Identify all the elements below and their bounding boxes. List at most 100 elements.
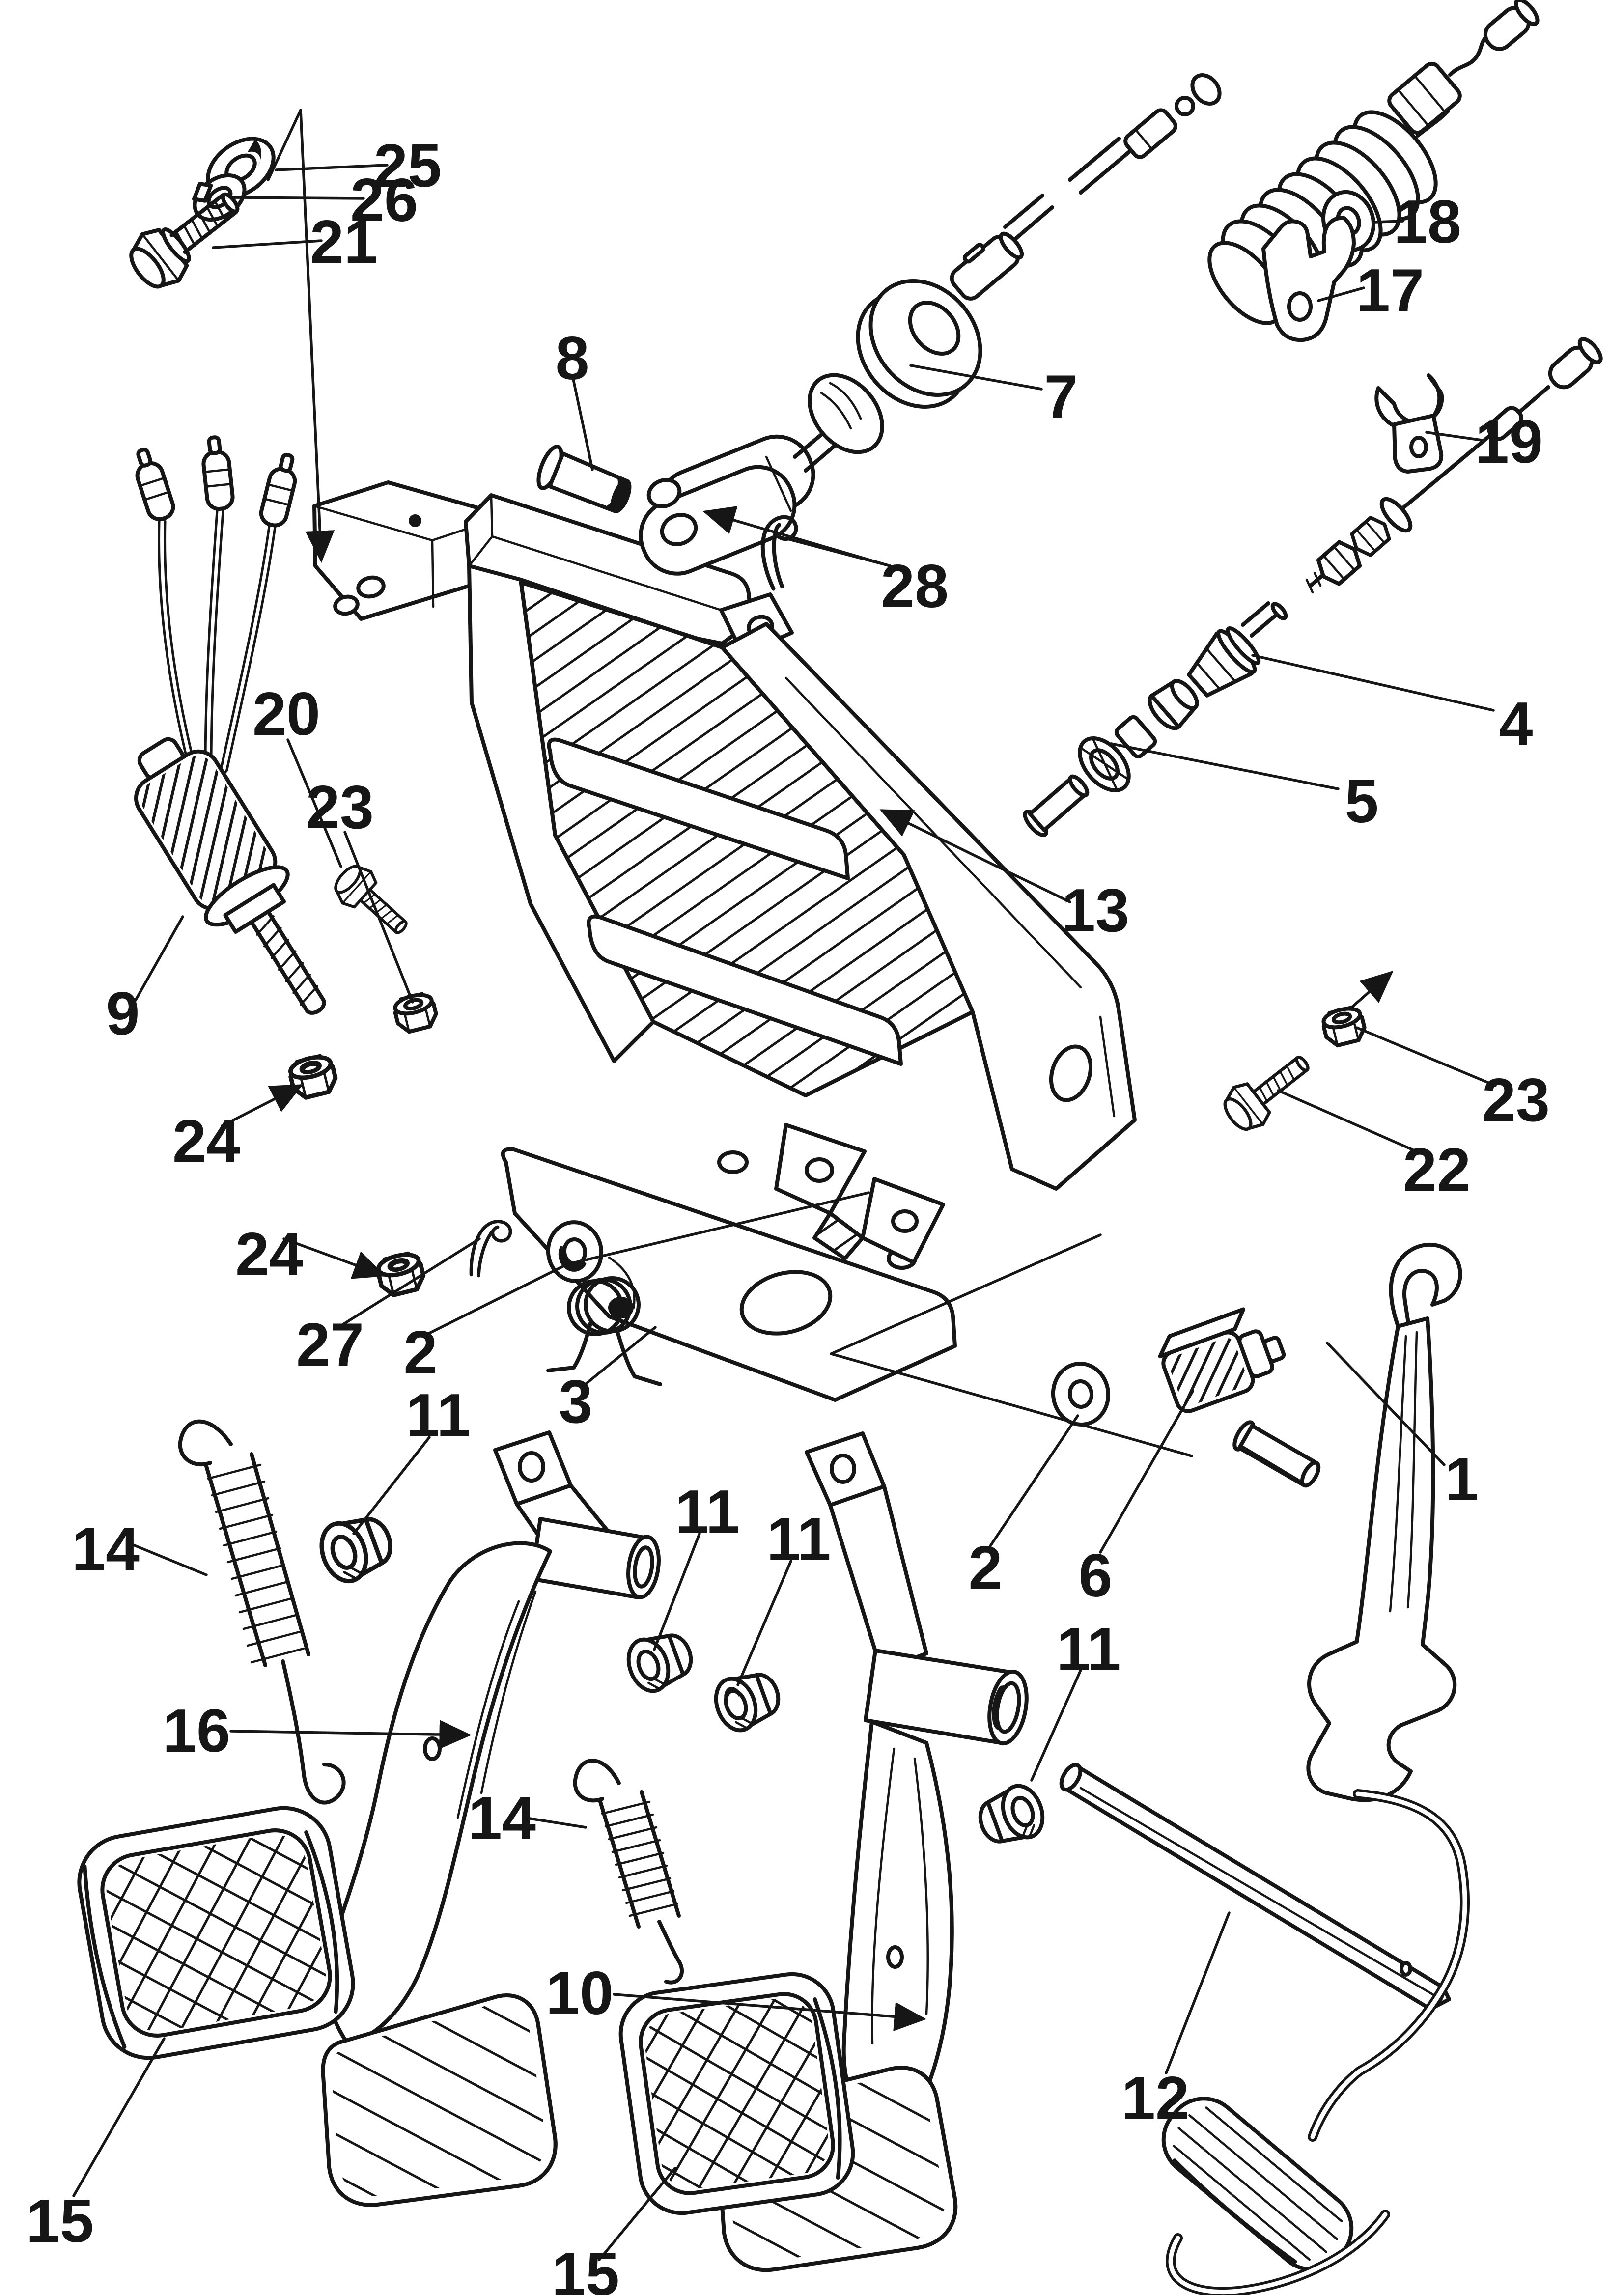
pedal-pad-left (77, 1806, 355, 2060)
bracket-hole (356, 575, 386, 599)
bushing-c (714, 1673, 781, 1733)
leader-7 (909, 364, 1043, 391)
bracket-large-hole (739, 1270, 833, 1336)
callout-11-b: 11 (675, 1478, 739, 1546)
return-spring-right (573, 1759, 684, 1985)
bolt-20 (334, 865, 408, 934)
cotter-pin-27 (469, 1220, 512, 1278)
adjuster-locknut (1350, 516, 1391, 557)
clutch-pedal (715, 1431, 1029, 2272)
callout-28: 28 (881, 553, 949, 620)
cable-housing-cone (1187, 626, 1261, 698)
cable-ferrule (1123, 108, 1177, 159)
leader-6 (1099, 1390, 1194, 1554)
callout-6: 6 (1079, 1542, 1113, 1610)
cable-upper-rod (1068, 137, 1132, 195)
alignment-chevron-a (830, 1233, 1102, 1355)
leader-22 (1277, 1089, 1420, 1154)
callout-1: 1 (1445, 1446, 1479, 1513)
leader-triangle-a (267, 109, 302, 181)
callout-numbers: 25 26 21 8 7 18 17 19 4 5 13 28 20 23 9 … (26, 132, 1550, 2295)
bell-grommet (808, 373, 884, 454)
cable-rod-tip (1003, 194, 1054, 242)
leader-triangle-b (299, 109, 335, 563)
rivet (409, 514, 421, 527)
brake-pedal (321, 1430, 661, 2207)
leader-18 (1374, 220, 1404, 224)
callout-20: 20 (252, 680, 320, 748)
leader-24-upper (221, 1084, 304, 1127)
leader-21 (212, 239, 323, 249)
cable-washer (1190, 73, 1222, 106)
leader-5 (1110, 742, 1340, 790)
leader-12 (1165, 1911, 1231, 2074)
leader-23-left (343, 831, 414, 1004)
leader-16 (229, 1720, 472, 1749)
torsion-spring-3 (546, 1276, 662, 1386)
callout-5: 5 (1345, 768, 1379, 836)
bracket-bottom-plate (501, 1147, 957, 1402)
nut-24-upper (288, 1054, 338, 1100)
leader-2-left (428, 1191, 870, 1335)
bushing-d (978, 1784, 1045, 1844)
grommet-washer-5 (1078, 736, 1131, 793)
pedal-box-bracket (312, 480, 1137, 1402)
callout-3: 3 (559, 1368, 593, 1436)
callout-11-c: 11 (766, 1506, 831, 1573)
callout-8: 8 (556, 325, 589, 392)
leader-19 (1425, 431, 1483, 442)
leader-1 (1326, 1342, 1446, 1466)
callout-2-left: 2 (404, 1319, 438, 1387)
inner-cable (1518, 385, 1550, 414)
leader-lines (72, 109, 1497, 2261)
leader-2-right (988, 1414, 1079, 1549)
leader-11-d (1030, 1669, 1082, 1782)
leader-20 (286, 738, 342, 868)
leader-17 (1317, 286, 1365, 302)
callout-15-right: 15 (552, 2240, 619, 2295)
callout-13: 13 (1062, 877, 1129, 945)
callout-11-a: 11 (406, 1382, 470, 1450)
cable-pigtail (1448, 33, 1489, 77)
cable-bushing (1148, 679, 1199, 730)
leader-23-right (1355, 1026, 1497, 1087)
switch-body (134, 737, 326, 1015)
callout-22: 22 (1403, 1136, 1471, 1204)
hex-bolt-21 (129, 192, 240, 289)
callout-21: 21 (310, 208, 378, 276)
leader-13 (879, 809, 1071, 903)
pivot-block-6 (1158, 1307, 1286, 1413)
leader-23-arrow (1349, 971, 1394, 1009)
bracket-strap-lower (587, 914, 903, 1066)
leader-28-b (702, 506, 892, 567)
leader-24-lower (282, 1237, 386, 1279)
wire-1 (158, 517, 197, 774)
leader-10 (613, 1993, 926, 2031)
callout-10: 10 (546, 1959, 614, 2027)
wire-terminal (135, 448, 175, 521)
cable-grip (1548, 337, 1603, 390)
callout-2-right: 2 (969, 1534, 1003, 1602)
cable-rod (1241, 601, 1279, 638)
leader-25 (275, 164, 389, 171)
leader-14-left (128, 1542, 208, 1576)
leader-8 (572, 378, 594, 471)
nut-23-right (1321, 1006, 1367, 1048)
leader-14-right (522, 1816, 587, 1829)
pivot-pin (1232, 1420, 1321, 1488)
leader-15-left (72, 2037, 166, 2197)
leader-11-b (653, 1532, 701, 1651)
bushing-a (319, 1517, 392, 1584)
callout-23-right: 23 (1482, 1066, 1550, 1134)
callout-27: 27 (296, 1311, 364, 1379)
callout-12: 12 (1121, 2065, 1189, 2132)
leader-4 (1251, 654, 1495, 712)
clevis-fork (639, 434, 815, 576)
alignment-chevron-b (830, 1352, 1193, 1457)
leader-15-right (598, 2167, 676, 2261)
cable-block (1387, 61, 1462, 135)
leader-3 (585, 1326, 657, 1385)
leader-9 (134, 915, 184, 1002)
adjuster-nut (1316, 540, 1362, 586)
